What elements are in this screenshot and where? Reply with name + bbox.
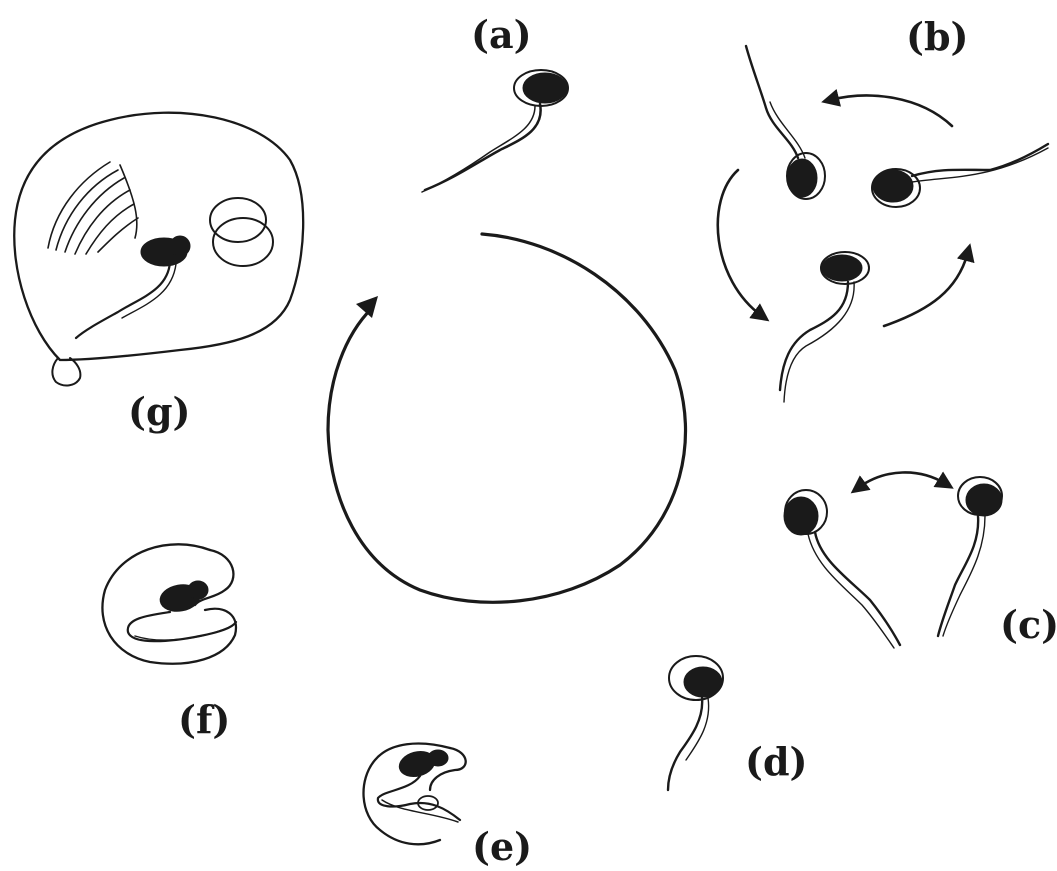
label-e: (e) (472, 824, 532, 869)
larva-c-left (784, 490, 900, 648)
cycle-arrow (328, 234, 686, 602)
panel-f-juvenile (102, 544, 236, 663)
adult-stalk-base (52, 358, 80, 385)
oscillation-arrow (858, 472, 946, 488)
larva-b-right (872, 144, 1048, 207)
panel-e-metamorphosis (364, 744, 466, 845)
gill-slits (48, 162, 138, 254)
panel-g-adult (14, 113, 303, 386)
label-c: (c) (1000, 602, 1057, 647)
panel-d-larva (668, 656, 723, 790)
panel-c-larvae (784, 472, 1002, 648)
rotation-arrow-top (830, 96, 952, 126)
panel-a-larva (422, 70, 568, 192)
rotation-arrow-left (718, 170, 762, 316)
panel-b-larvae (718, 46, 1048, 402)
label-f: (f) (178, 697, 230, 742)
larva-c-right (938, 477, 1002, 636)
rotation-arrow-right (884, 252, 968, 326)
label-g: (g) (128, 389, 191, 434)
label-b: (b) (906, 14, 969, 59)
larva-b-bottom (780, 252, 869, 402)
gonads (210, 198, 273, 266)
label-a: (a) (471, 12, 532, 57)
larva-b-top (746, 46, 825, 199)
label-d: (d) (745, 739, 808, 784)
